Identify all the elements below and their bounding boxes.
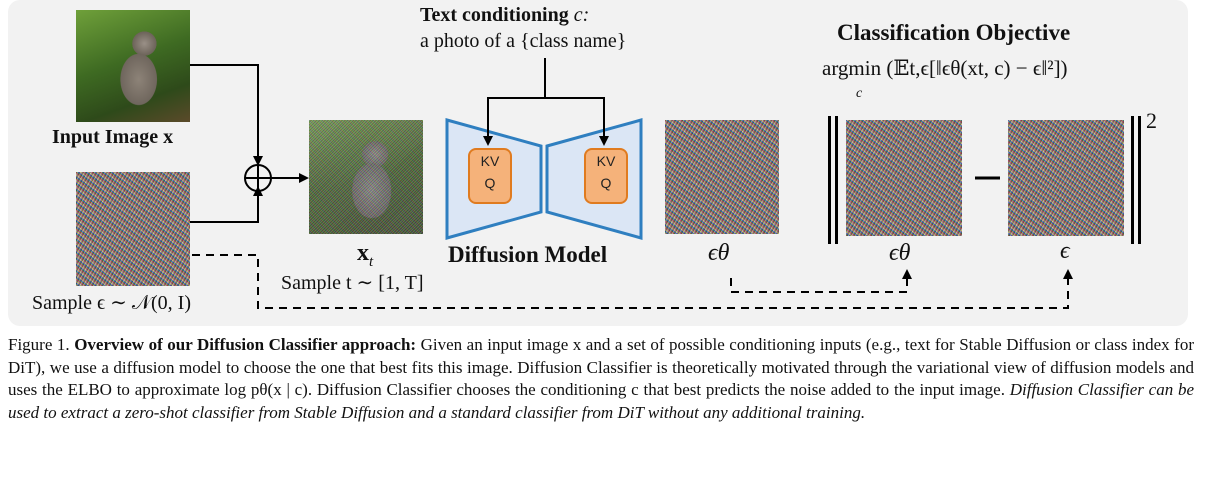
argmin-expression: argmin (𝔼t,ϵ[‖ϵθ(xt, c) − ϵ‖²]) [822, 56, 1068, 80]
argmin-subscript: c [856, 86, 863, 101]
norm-bar-right-2 [1138, 116, 1141, 244]
eps-label: ϵ [1060, 238, 1070, 264]
eps-theta-noise-image [846, 120, 962, 236]
sample-t-label: Sample t ∼ [1, T] [281, 272, 424, 294]
classification-objective-title: Classification Objective [837, 20, 1071, 45]
eps-true-noise-image [1008, 120, 1124, 236]
noisy-image-xt [309, 120, 423, 234]
caption-italic: Diffusion Classifier can be used to extr… [8, 380, 1195, 422]
input-cat-image [76, 10, 190, 122]
input-image-label: Input Image x [52, 126, 174, 148]
diffusion-model-label: Diffusion Model [448, 242, 608, 267]
xt-label: xt [357, 240, 374, 270]
norm-bar-left-1 [828, 116, 831, 244]
norm-exponent: 2 [1146, 108, 1157, 133]
sample-eps-label: Sample ϵ ∼ 𝒩(0, I) [32, 292, 191, 314]
norm-bar-right-1 [1131, 116, 1134, 244]
eps-theta-label: ϵθ [708, 240, 730, 266]
text-conditioning-title: Text conditioning c: [420, 4, 590, 26]
caption-body: Given an input image x and a set of poss… [8, 335, 1194, 399]
caption-prefix: Figure 1. [8, 335, 70, 354]
predicted-noise-image [665, 120, 779, 234]
noise-input-image [76, 172, 190, 286]
eps-theta-label-2: ϵθ [889, 240, 911, 266]
figure-caption: Figure 1. Overview of our Diffusion Clas… [8, 334, 1194, 424]
caption-title: Overview of our Diffusion Classifier app… [74, 335, 417, 354]
text-conditioning-prompt: a photo of a {class name} [420, 30, 627, 52]
norm-bar-left-2 [835, 116, 838, 244]
